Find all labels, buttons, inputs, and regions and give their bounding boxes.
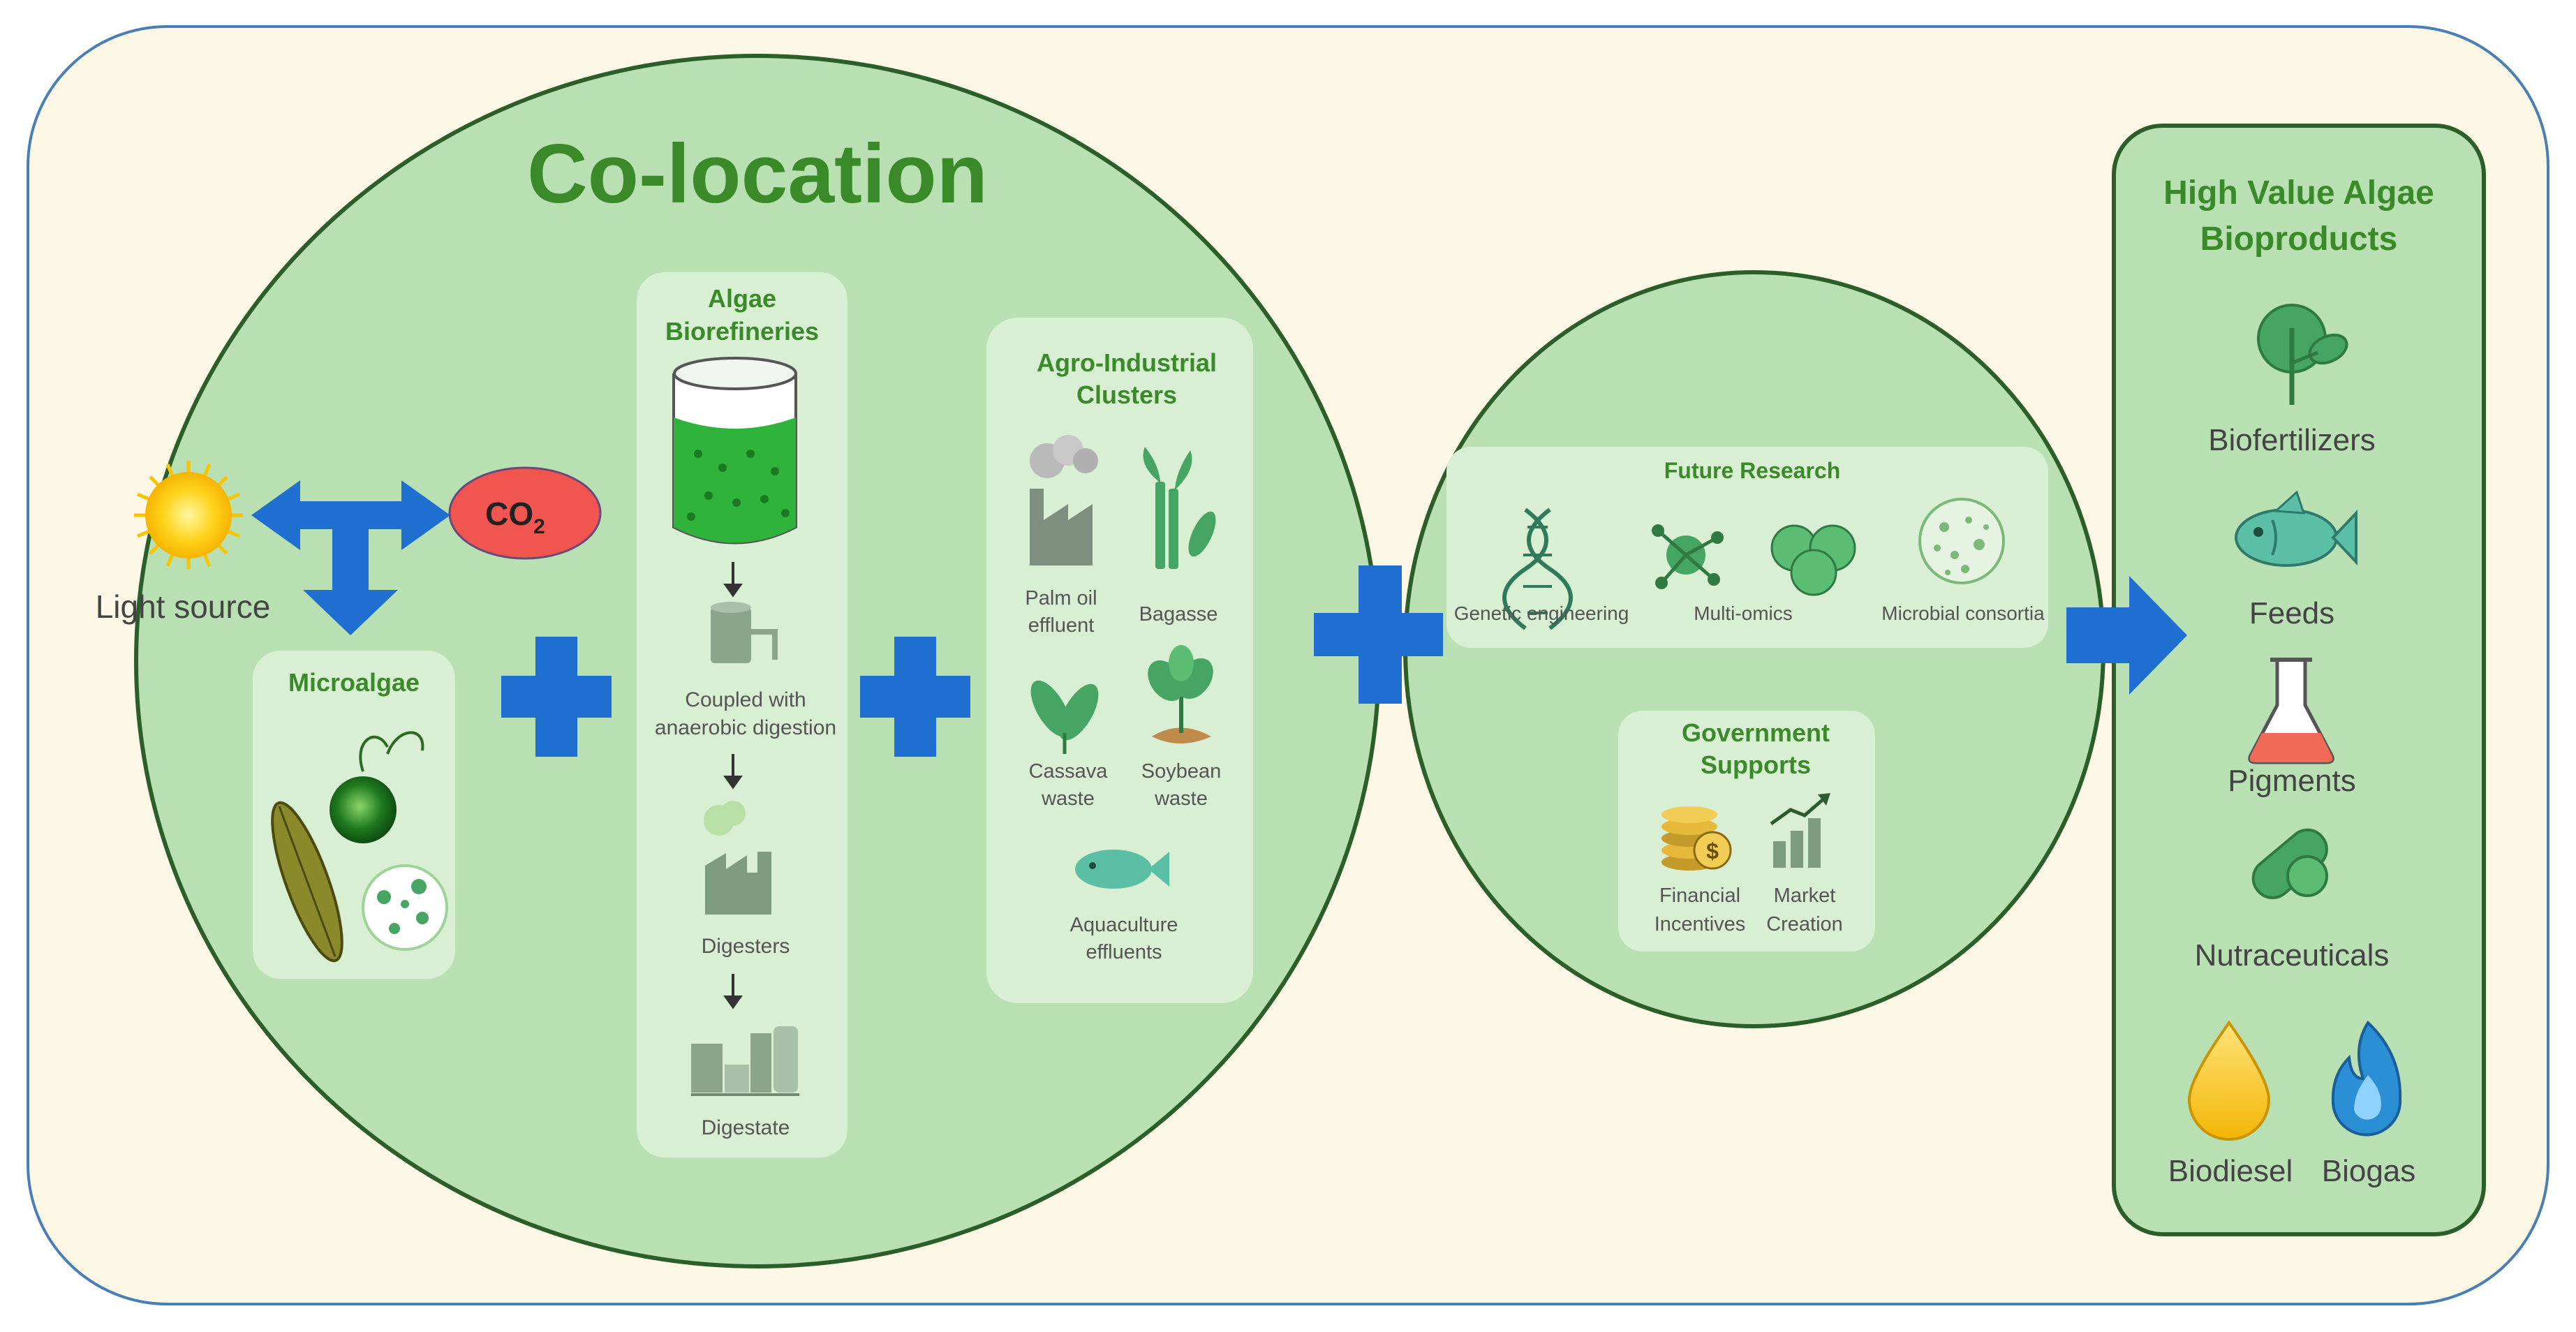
cluster-item-4-line1: Soybean (1141, 760, 1222, 783)
government-item-2-line1: Market (1774, 885, 1836, 907)
clusters-panel (986, 318, 1253, 1003)
government-item-1-line2: Incentives (1655, 913, 1746, 935)
future-research-item-3: Microbial consortia (1881, 602, 2045, 624)
flame-icon (2331, 1020, 2402, 1137)
bioreactor-icon (672, 357, 797, 545)
cluster-item-3-line1: Cassava (1029, 760, 1109, 783)
government-title-line1: Government (1682, 718, 1830, 747)
cluster-item-2: Bagasse (1139, 603, 1218, 626)
cluster-item-1-line1: Palm oil (1025, 587, 1097, 609)
plant-icon (2257, 304, 2348, 405)
clusters-title-line1: Agro-Industrial (1037, 348, 1217, 377)
sun-icon (134, 461, 243, 569)
product-item-5: Biodiesel (2168, 1154, 2293, 1188)
biorefineries-step3: Digestate (702, 1116, 790, 1139)
fish-icon (2235, 490, 2357, 567)
biorefineries-title-line2: Biorefineries (665, 317, 819, 346)
digestion-tank-icon (711, 602, 778, 663)
co2-label: CO (485, 496, 533, 532)
plus-icon-2 (860, 637, 970, 757)
microalgae-title: Microalgae (288, 668, 420, 697)
digestate-plant-icon (691, 1026, 799, 1096)
colony-cell-icon (362, 864, 448, 951)
product-item-2: Feeds (2249, 596, 2334, 630)
cell-cluster-icon (1770, 524, 1856, 596)
biorefineries-step1-line1: Coupled with (685, 688, 806, 711)
arrow-down-3 (723, 974, 743, 1009)
cluster-item-5-line1: Aquaculture (1070, 914, 1178, 936)
product-item-3: Pigments (2228, 764, 2355, 798)
growth-chart-icon (1770, 793, 1830, 868)
arrow-down-2 (723, 754, 743, 790)
cluster-item-3-line2: waste (1041, 787, 1095, 810)
capsule-icon (2251, 828, 2328, 899)
government-panel (1618, 711, 1875, 952)
product-item-1: Biofertilizers (2208, 423, 2376, 457)
dna-icon (1502, 508, 1573, 630)
soybean-plant-icon (1148, 645, 1213, 743)
future-research-title: Future Research (1664, 458, 1841, 483)
network-icon (1652, 524, 1724, 589)
product-item-6: Biogas (2322, 1154, 2416, 1188)
oil-drop-icon (2187, 1020, 2271, 1141)
government-item-2-line2: Creation (1766, 913, 1843, 935)
co2-badge: CO2 (448, 466, 602, 560)
product-item-4: Nutraceuticals (2195, 938, 2390, 972)
arrow-down-1 (723, 562, 743, 598)
svg-text:CO2: CO2 (485, 496, 545, 538)
government-item-1-line1: Financial (1659, 885, 1740, 907)
biorefineries-step1-line2: anaerobic digestion (655, 716, 836, 739)
svg-text:$: $ (1706, 838, 1719, 864)
t-arrow (251, 480, 450, 635)
fish-icon-small (1075, 850, 1169, 889)
digester-icon (704, 801, 771, 915)
future-research-item-1: Genetic engineering (1454, 602, 1629, 624)
products-title-line1: High Value Algae (2163, 175, 2434, 212)
petri-dish-icon (1918, 498, 2005, 584)
biorefineries-step2: Digesters (702, 935, 790, 958)
sugarcane-icon (1143, 447, 1216, 569)
page-title: Co-location (527, 127, 988, 221)
plus-icon-1 (501, 637, 612, 757)
biorefineries-title-line1: Algae (708, 284, 776, 313)
coins-icon: $ (1661, 806, 1732, 871)
plus-icon-3 (1314, 565, 1443, 704)
diatom-icon (271, 801, 343, 963)
right-arrow (2066, 576, 2187, 695)
future-research-item-2: Multi-omics (1694, 602, 1793, 624)
products-title-line2: Bioproducts (2200, 221, 2398, 258)
cluster-item-4-line2: waste (1154, 787, 1208, 810)
clusters-title-line2: Clusters (1076, 380, 1177, 409)
green-algae-cell-icon (330, 731, 424, 843)
co2-subscript: 2 (533, 515, 545, 538)
flask-icon (2248, 658, 2334, 764)
cluster-item-5-line2: effluents (1086, 941, 1162, 963)
factory-icon (1030, 435, 1098, 565)
government-title-line2: Supports (1701, 750, 1811, 779)
cluster-item-1-line2: effluent (1028, 614, 1095, 637)
light-source-label: Light source (96, 589, 271, 625)
future-research-panel (1446, 447, 2048, 648)
cassava-leaf-icon (1030, 680, 1099, 754)
